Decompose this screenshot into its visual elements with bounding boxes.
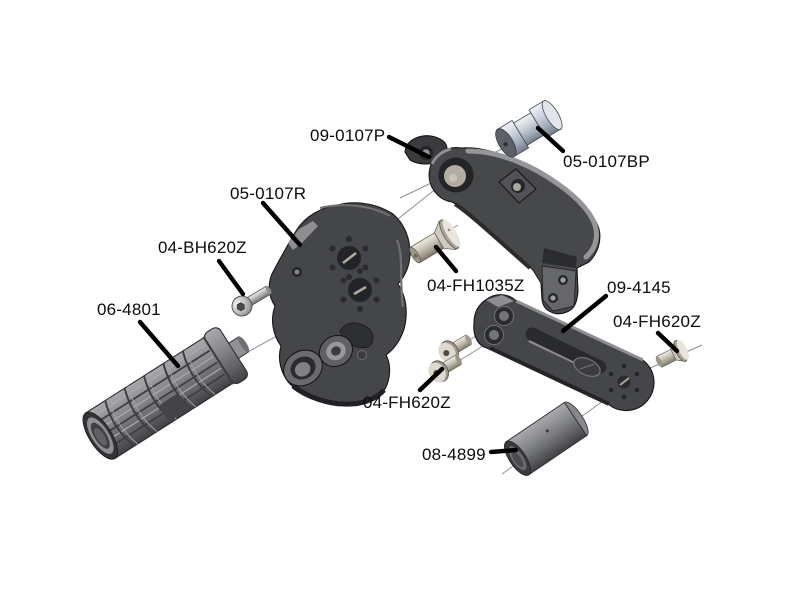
label-main-bracket: 05-0107R	[230, 184, 306, 203]
label-flat-head-screws-middle: 04-FH620Z	[363, 393, 451, 412]
label-flat-head-screw-right: 04-FH620Z	[613, 312, 701, 331]
part-flat-head-screw-large	[409, 219, 461, 264]
part-main-bracket	[268, 202, 411, 407]
label-flat-head-screw-large: 04-FH1035Z	[427, 276, 524, 295]
part-pivot-barrel-spacer	[495, 99, 563, 158]
leader-lines	[137, 125, 680, 455]
part-spacer-tube	[504, 401, 589, 476]
label-pivot-barrel-spacer: 05-0107BP	[563, 152, 650, 171]
label-footpeg: 06-4801	[97, 300, 161, 319]
part-upper-bracket	[404, 135, 601, 315]
part-flat-head-screw-middle-1	[438, 334, 472, 363]
label-spacer-tube: 08-4899	[422, 445, 486, 464]
hex-socket	[236, 302, 245, 312]
label-link-arm: 09-4145	[607, 278, 671, 297]
part-button-head-screw	[231, 285, 272, 317]
part-labels: 09-0107P 05-0107BP 05-0107R 04-BH620Z 06…	[97, 126, 701, 464]
part-footpeg	[82, 327, 250, 460]
part-link-arm	[473, 294, 655, 412]
label-upper-bracket: 09-0107P	[310, 126, 385, 145]
label-button-head-screw: 04-BH620Z	[158, 238, 247, 257]
assembly-axis-lines	[111, 120, 703, 475]
